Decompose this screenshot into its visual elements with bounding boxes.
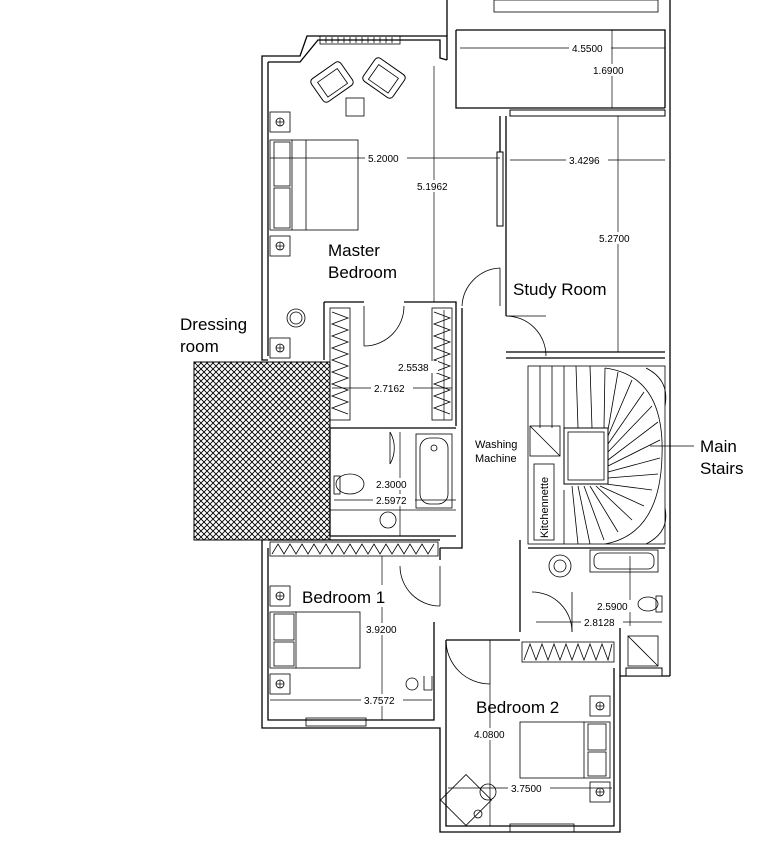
dim-closet-depth: 2.5538 bbox=[398, 363, 429, 374]
armchairs bbox=[310, 57, 406, 117]
master-bathroom-fixtures bbox=[330, 433, 456, 529]
dim-study-top-depth: 1.6900 bbox=[593, 66, 624, 77]
washing-machine-unit bbox=[529, 425, 561, 457]
label-washing-line1: Washing bbox=[475, 439, 517, 451]
dim-right-bath-width: 2.8128 bbox=[584, 618, 615, 629]
main-stairs-drawing bbox=[527, 365, 694, 545]
bedroom2-bed bbox=[439, 721, 611, 827]
dim-bedroom1-width: 3.7572 bbox=[364, 696, 395, 707]
dim-master-depth: 5.1962 bbox=[417, 182, 448, 193]
dim-closet-width: 2.7162 bbox=[374, 384, 405, 395]
master-bed bbox=[269, 139, 359, 231]
label-master-line1: Master bbox=[328, 241, 380, 260]
dim-bedroom1-depth: 3.9200 bbox=[366, 625, 397, 636]
wardrobes bbox=[269, 307, 615, 663]
dressing-room-hatch bbox=[193, 361, 331, 541]
label-stairs-line2: Stairs bbox=[700, 459, 743, 478]
label-dressing-line1: Dressing bbox=[180, 315, 247, 334]
kitchennette-counter bbox=[533, 463, 555, 541]
windows bbox=[305, 667, 663, 833]
dim-right-bath-depth: 2.5900 bbox=[597, 602, 628, 613]
label-bedroom-2: Bedroom 2 bbox=[476, 698, 559, 717]
label-study-room: Study Room bbox=[513, 280, 607, 299]
dim-study-width: 3.4296 bbox=[569, 156, 600, 167]
label-stairs-line1: Main bbox=[700, 437, 737, 456]
dim-bath-depth: 2.3000 bbox=[376, 480, 407, 491]
dim-study-width-top: 4.5500 bbox=[572, 44, 603, 55]
dim-bedroom2-width: 3.7500 bbox=[511, 784, 542, 795]
dimension-labels: 4.5500 1.6900 5.2000 5.1962 3.4296 5.270… bbox=[361, 42, 638, 795]
bedroom1-bed bbox=[269, 611, 433, 691]
label-master-line2: Bedroom bbox=[328, 263, 397, 282]
label-dressing-line2: room bbox=[180, 337, 219, 356]
doors bbox=[363, 267, 573, 685]
right-bathroom-fixtures bbox=[548, 549, 663, 667]
dim-bath-width: 2.5972 bbox=[376, 496, 407, 507]
plant-icon bbox=[286, 308, 306, 328]
outer-walls bbox=[261, 0, 671, 833]
lamp-icons bbox=[269, 111, 611, 803]
dim-study-depth: 5.2700 bbox=[599, 234, 630, 245]
bay-window-mullions bbox=[325, 37, 393, 43]
label-washing-line2: Machine bbox=[475, 453, 517, 465]
room-labels: Master Bedroom Study Room Dressing room … bbox=[180, 241, 743, 717]
dim-bedroom2-depth: 4.0800 bbox=[474, 730, 505, 741]
label-kitchennette: Kitchennette bbox=[539, 477, 551, 538]
label-bedroom-1: Bedroom 1 bbox=[302, 588, 385, 607]
dim-master-width: 5.2000 bbox=[368, 154, 399, 165]
